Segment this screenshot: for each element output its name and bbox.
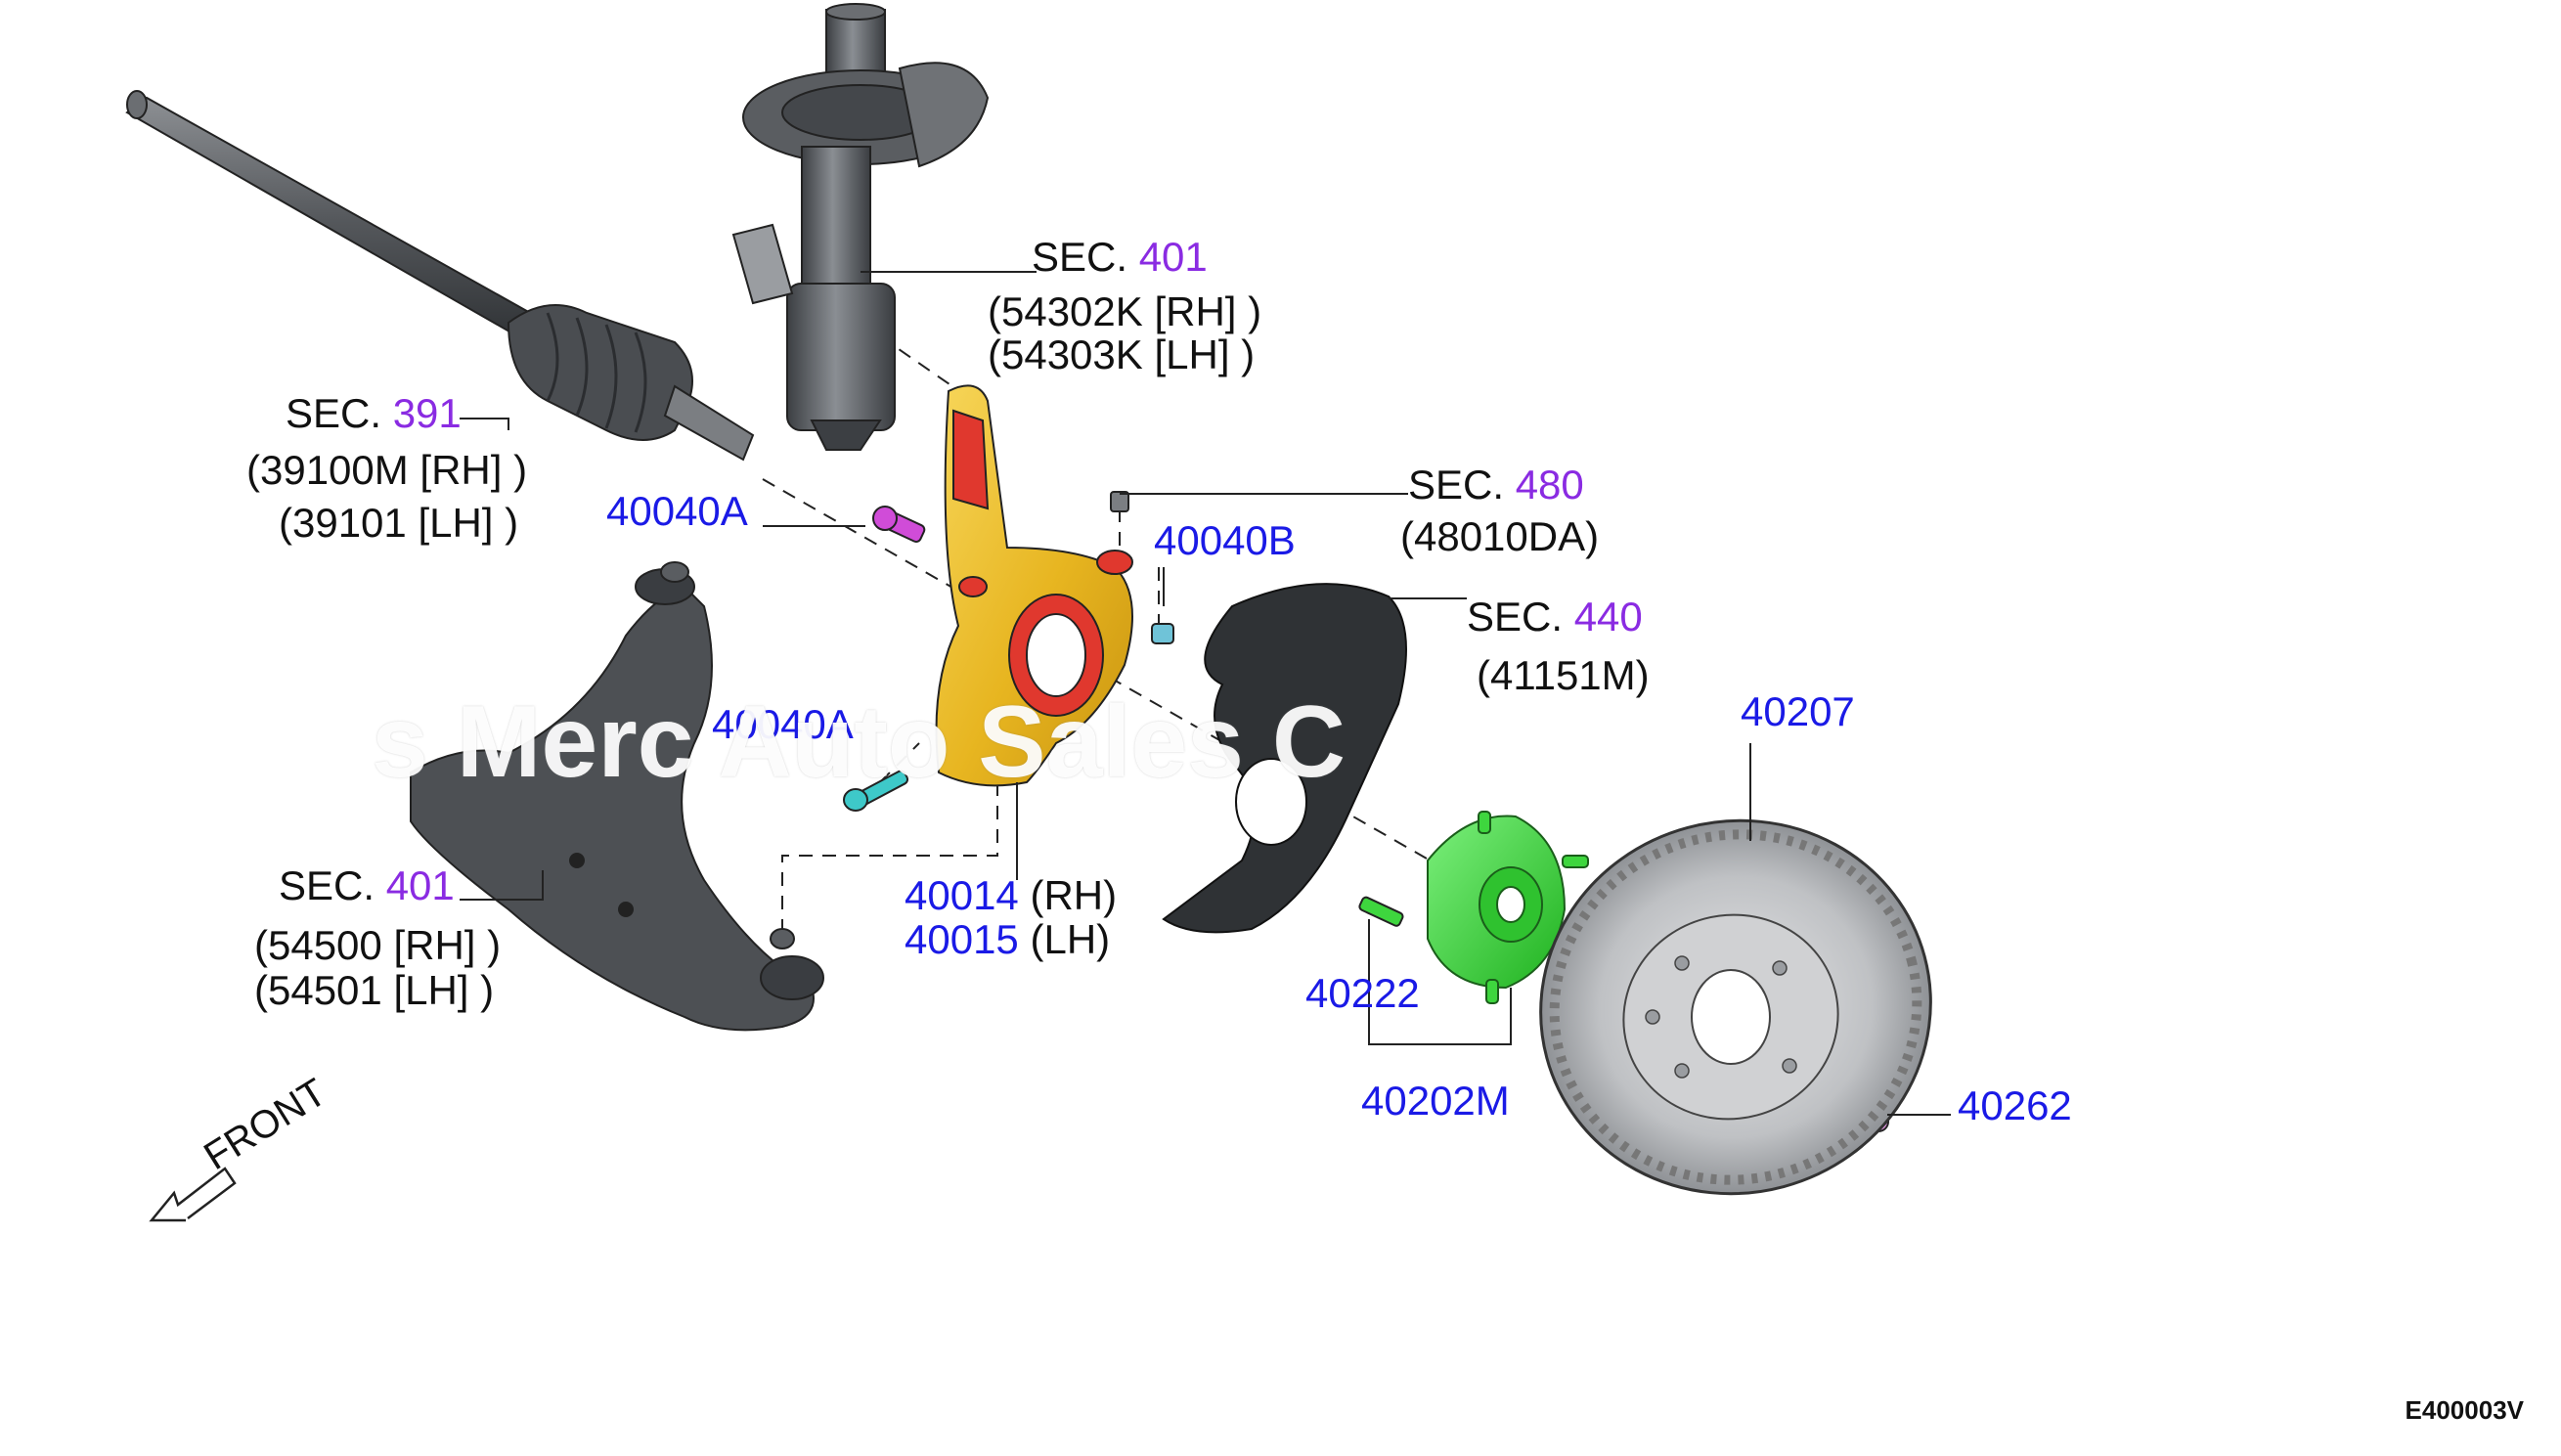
- bolt-40040a-lower: [843, 770, 909, 812]
- sensor-part: (48010DA): [1400, 513, 1600, 559]
- part-number-40040a[interactable]: 40040A: [606, 488, 748, 534]
- part-number-40207[interactable]: 40207: [1741, 688, 1855, 734]
- plate-part: (41151M): [1477, 652, 1650, 698]
- nut-40040b: [1151, 623, 1174, 644]
- front-arrow-icon: [149, 1167, 237, 1222]
- strut-assembly: [731, 3, 990, 451]
- bolt-40040a-upper: [872, 506, 926, 543]
- backing-plate: [1162, 583, 1407, 934]
- shaft-rh-part: (39100M [RH] ): [246, 447, 528, 493]
- section-number[interactable]: 401: [385, 862, 455, 908]
- side: (RH): [1030, 872, 1118, 918]
- side: (LH): [1030, 916, 1111, 962]
- lower-control-arm: [410, 561, 824, 1032]
- strut-sec-label: SEC. 401: [1032, 235, 1208, 280]
- section-number[interactable]: 391: [392, 390, 462, 436]
- diagram-code: E400003V: [2405, 1395, 2524, 1425]
- arm-rh-part: (54500 [RH] ): [254, 922, 502, 968]
- section-number[interactable]: 440: [1573, 594, 1643, 640]
- drive-shaft: [125, 90, 755, 462]
- part-number-40040b[interactable]: 40040B: [1154, 517, 1296, 563]
- knuckle-lh-label: 40015 (LH): [905, 917, 1110, 962]
- part-number-40222[interactable]: 40222: [1305, 970, 1420, 1016]
- knuckle-rh-label: 40014 (RH): [905, 873, 1117, 918]
- section-number[interactable]: 401: [1138, 234, 1208, 280]
- sec-prefix: SEC.: [286, 390, 382, 436]
- brake-rotor: [1539, 818, 1932, 1196]
- sensor-bolt: [1110, 491, 1129, 512]
- strut-rh-part: (54302K [RH] ): [988, 288, 1262, 334]
- section-number[interactable]: 480: [1515, 462, 1584, 507]
- sec-prefix: SEC.: [1408, 462, 1505, 507]
- part-number-40202m[interactable]: 40202M: [1361, 1078, 1510, 1124]
- leader-lines: [460, 271, 1951, 1116]
- sec-prefix: SEC.: [1032, 234, 1128, 280]
- arm-sec-label: SEC. 401: [279, 863, 455, 908]
- wheel-stud-40222: [1358, 896, 1404, 927]
- part-number-40040a-lower[interactable]: 40040A: [712, 701, 854, 747]
- part-number[interactable]: 40014: [905, 872, 1019, 918]
- steering-knuckle: [935, 384, 1133, 787]
- plate-sec-label: SEC. 440: [1467, 595, 1643, 640]
- shaft-lh-part: (39101 [LH] ): [279, 500, 519, 546]
- sensor-sec-label: SEC. 480: [1408, 463, 1584, 507]
- strut-lh-part: (54303K [LH] ): [988, 331, 1256, 377]
- sec-prefix: SEC.: [279, 862, 375, 908]
- shaft-sec-label: SEC. 391: [286, 391, 462, 436]
- part-number[interactable]: 40015: [905, 916, 1019, 962]
- arm-lh-part: (54501 [LH] ): [254, 967, 495, 1013]
- watermark: s Merc Auto Sales C: [372, 685, 1347, 799]
- part-number-40262[interactable]: 40262: [1958, 1082, 2072, 1128]
- sec-prefix: SEC.: [1467, 594, 1564, 640]
